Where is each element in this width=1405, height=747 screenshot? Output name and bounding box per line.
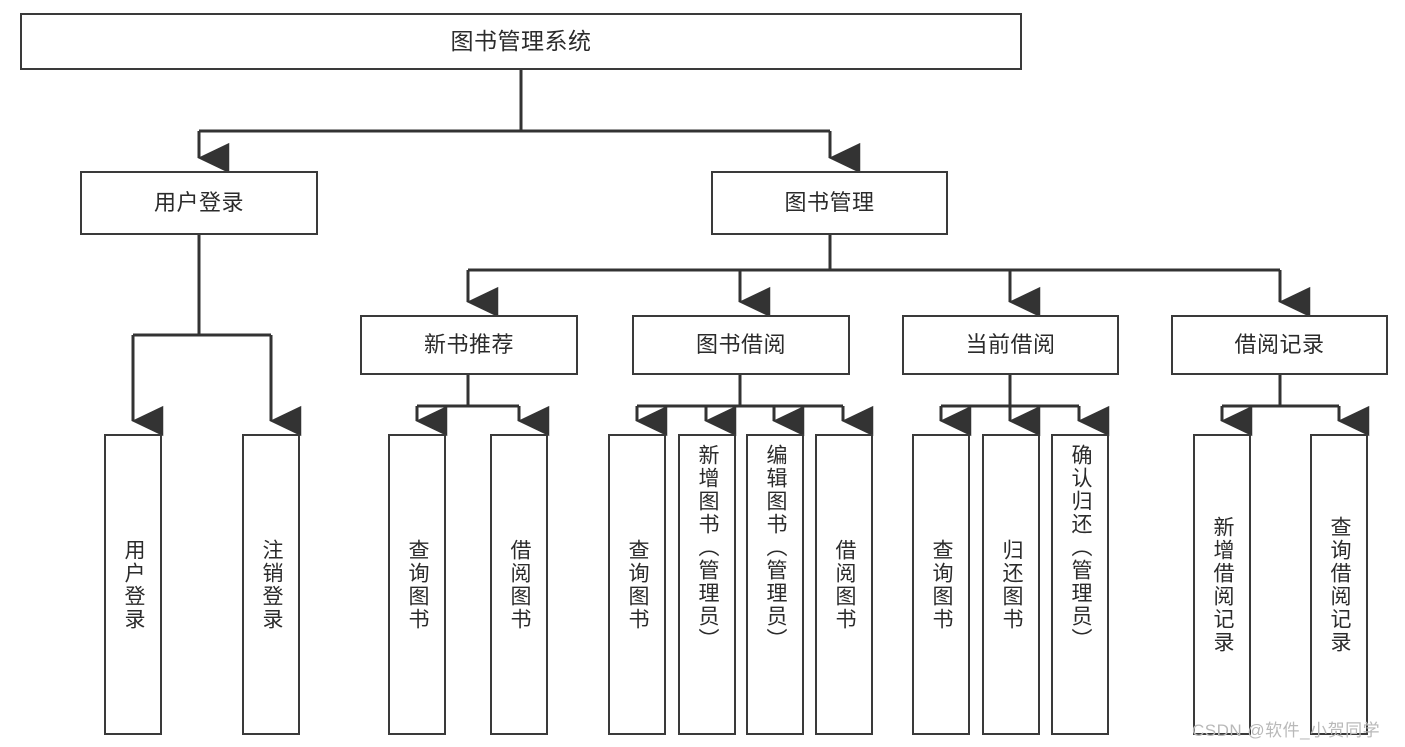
csdn-watermark: CSDN @软件_小贺同学 — [1192, 721, 1381, 740]
node-label: 当前借阅 — [965, 332, 1056, 358]
node-new-book-recommend[interactable]: 新书推荐 — [360, 315, 578, 375]
node-label: 借阅图书 — [833, 538, 857, 631]
leaf-recommend-borrow-book[interactable]: 借阅图书 — [490, 434, 548, 735]
node-label: 查询借阅记录 — [1328, 515, 1352, 654]
leaf-current-query-book[interactable]: 查询图书 — [912, 434, 970, 735]
node-label: 图书借阅 — [695, 332, 786, 358]
node-label: 借阅记录 — [1234, 332, 1325, 358]
node-root-system[interactable]: 图书管理系统 — [20, 13, 1022, 70]
node-label: 编辑图书（管理员） — [764, 444, 788, 651]
leaf-record-add-record[interactable]: 新增借阅记录 — [1193, 434, 1251, 735]
leaf-borrow-borrow-book[interactable]: 借阅图书 — [815, 434, 873, 735]
leaf-record-query-record[interactable]: 查询借阅记录 — [1310, 434, 1368, 735]
leaf-borrow-edit-book-admin[interactable]: 编辑图书（管理员） — [746, 434, 804, 735]
node-label: 用户登录 — [153, 190, 244, 216]
node-label: 新增图书（管理员） — [696, 444, 720, 651]
leaf-user-login-signout[interactable]: 注销登录 — [242, 434, 300, 735]
node-label: 查询图书 — [626, 538, 650, 631]
node-borrow-record[interactable]: 借阅记录 — [1171, 315, 1388, 375]
node-label: 归还图书 — [1000, 538, 1024, 631]
node-label: 查询图书 — [930, 538, 954, 631]
node-label: 用户登录 — [122, 538, 146, 631]
node-label: 借阅图书 — [508, 538, 532, 631]
node-label: 查询图书 — [406, 538, 430, 631]
leaf-current-return-book[interactable]: 归还图书 — [982, 434, 1040, 735]
node-label: 确认归还（管理员） — [1069, 444, 1093, 651]
node-label: 图书管理 — [784, 190, 875, 216]
node-label: 新书推荐 — [423, 332, 514, 358]
node-user-login[interactable]: 用户登录 — [80, 171, 318, 235]
leaf-user-login-signin[interactable]: 用户登录 — [104, 434, 162, 735]
leaf-current-confirm-return-admin[interactable]: 确认归还（管理员） — [1051, 434, 1109, 735]
leaf-borrow-add-book-admin[interactable]: 新增图书（管理员） — [678, 434, 736, 735]
node-label: 图书管理系统 — [450, 27, 592, 54]
node-label: 新增借阅记录 — [1211, 515, 1235, 654]
leaf-recommend-query-book[interactable]: 查询图书 — [388, 434, 446, 735]
node-current-borrow[interactable]: 当前借阅 — [902, 315, 1119, 375]
node-label: 注销登录 — [260, 538, 284, 631]
node-book-borrow[interactable]: 图书借阅 — [632, 315, 850, 375]
node-book-management[interactable]: 图书管理 — [711, 171, 948, 235]
leaf-borrow-query-book[interactable]: 查询图书 — [608, 434, 666, 735]
